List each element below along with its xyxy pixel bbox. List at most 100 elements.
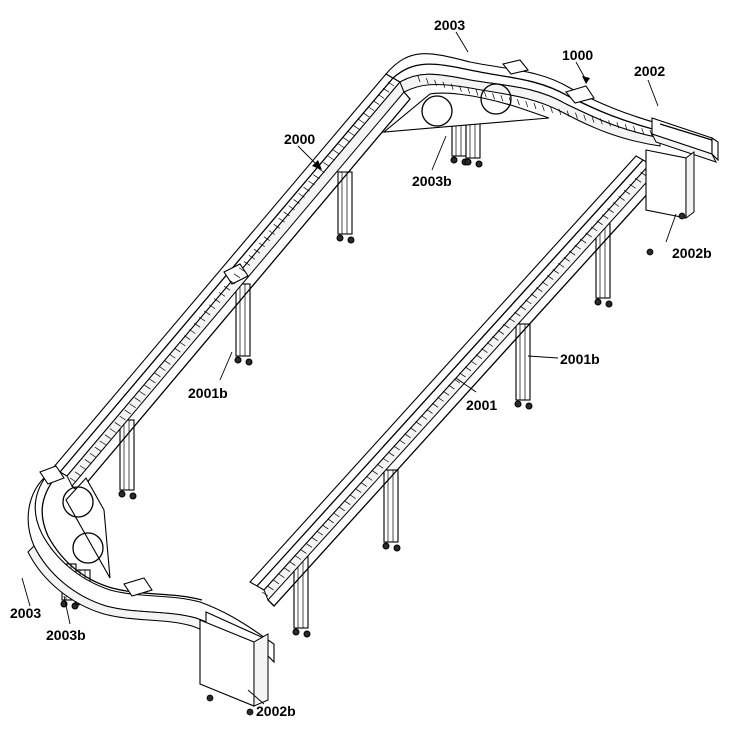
- link-tooth: [134, 397, 141, 402]
- link-tooth: [517, 99, 520, 106]
- link-tooth: [431, 403, 439, 408]
- link-tooth: [360, 482, 367, 487]
- link-tooth: [623, 190, 631, 195]
- curve-section-2003-bottom: [27, 465, 269, 665]
- link-tooth: [500, 95, 504, 102]
- arrow-2000-icon: [312, 160, 322, 170]
- link-tooth: [641, 127, 645, 135]
- link-tooth: [558, 108, 562, 115]
- link-tooth: [294, 555, 302, 560]
- link-tooth: [575, 112, 578, 119]
- link-tooth: [344, 500, 351, 506]
- link-tooth: [629, 183, 636, 189]
- link-tooth: [316, 530, 324, 536]
- link-tooth: [541, 104, 545, 112]
- link-tooth: [99, 440, 107, 446]
- link-tooth: [303, 186, 310, 192]
- link-tooth: [139, 391, 146, 396]
- link-tooth: [377, 463, 384, 469]
- link-tooth: [313, 174, 320, 180]
- link-tooth: [486, 342, 494, 347]
- link-tooth: [608, 120, 611, 127]
- link-tooth: [425, 77, 429, 85]
- link-tooth: [69, 477, 77, 483]
- link-tooth: [104, 434, 111, 439]
- link-tooth: [448, 384, 455, 390]
- link-tooth: [323, 162, 330, 167]
- link-tooth: [169, 353, 176, 359]
- link-tooth: [283, 211, 290, 217]
- link-tooth: [94, 446, 102, 452]
- link-tooth: [450, 83, 454, 90]
- link-tooth: [89, 452, 97, 458]
- label-2000: 2000: [284, 131, 315, 147]
- link-tooth: [283, 567, 291, 572]
- link-tooth: [189, 329, 196, 334]
- cabinet-right: [645, 149, 695, 256]
- link-tooth: [367, 106, 375, 112]
- link-tooth: [492, 336, 499, 341]
- reference-labels: 2003 1000 2002 2000 2003b 2002b 2001b 20…: [10, 17, 712, 719]
- link-tooth: [238, 267, 246, 272]
- link-tooth: [318, 168, 325, 173]
- link-tooth: [634, 177, 642, 183]
- support-leg: [336, 171, 355, 244]
- link-tooth: [566, 110, 570, 117]
- link-tooth: [453, 378, 461, 384]
- label-2003-left: 2003: [10, 605, 41, 621]
- link-tooth: [223, 285, 231, 291]
- link-tooth: [203, 310, 211, 316]
- link-tooth: [409, 427, 417, 432]
- link-tooth: [278, 217, 285, 223]
- link-tooth: [338, 143, 345, 149]
- link-tooth: [601, 214, 609, 219]
- link-tooth: [579, 238, 587, 244]
- link-tooth: [300, 549, 307, 554]
- link-tooth: [228, 279, 236, 285]
- link-tooth: [308, 180, 315, 186]
- link-tooth: [426, 409, 433, 414]
- link-tooth: [164, 360, 171, 365]
- link-tooth: [404, 433, 411, 439]
- link-tooth: [417, 75, 421, 83]
- link-tooth: [289, 561, 296, 566]
- support-leg: [118, 419, 137, 500]
- link-tooth: [267, 585, 274, 591]
- link-tooth: [198, 316, 206, 322]
- link-tooth: [84, 459, 92, 464]
- link-tooth: [583, 114, 587, 121]
- link-tooth: [442, 81, 446, 88]
- link-tooth: [79, 465, 87, 470]
- link-tooth: [533, 102, 537, 110]
- arrow-1000-icon: [582, 76, 590, 84]
- link-tooth: [343, 137, 350, 142]
- link-tooth: [213, 298, 221, 303]
- link-tooth: [218, 292, 226, 297]
- link-tooth: [459, 372, 466, 378]
- curve-section-2003-top: [382, 53, 661, 147]
- link-tooth: [194, 323, 201, 328]
- link-tooth: [355, 488, 362, 493]
- link-tooth: [525, 299, 532, 305]
- link-tooth: [591, 116, 595, 123]
- support-leg: [514, 323, 533, 410]
- link-tooth: [322, 524, 329, 530]
- link-tooth: [233, 273, 241, 279]
- label-2002b-bottom: 2002b: [256, 703, 296, 719]
- link-tooth: [547, 275, 554, 280]
- link-tooth: [459, 85, 462, 92]
- link-tooth: [607, 208, 614, 213]
- link-tooth: [483, 91, 487, 98]
- link-tooth: [362, 112, 370, 118]
- label-2003b-left: 2003b: [46, 627, 86, 643]
- link-tooth: [311, 536, 318, 542]
- link-tooth: [184, 335, 191, 340]
- conveyor-track: [27, 53, 719, 665]
- link-tooth: [261, 591, 269, 597]
- link-tooth: [514, 311, 521, 317]
- link-tooth: [530, 293, 537, 299]
- link-tooth: [371, 469, 378, 475]
- leader-lines: [21, 31, 677, 705]
- link-tooth: [382, 87, 390, 93]
- link-tooth: [633, 126, 636, 133]
